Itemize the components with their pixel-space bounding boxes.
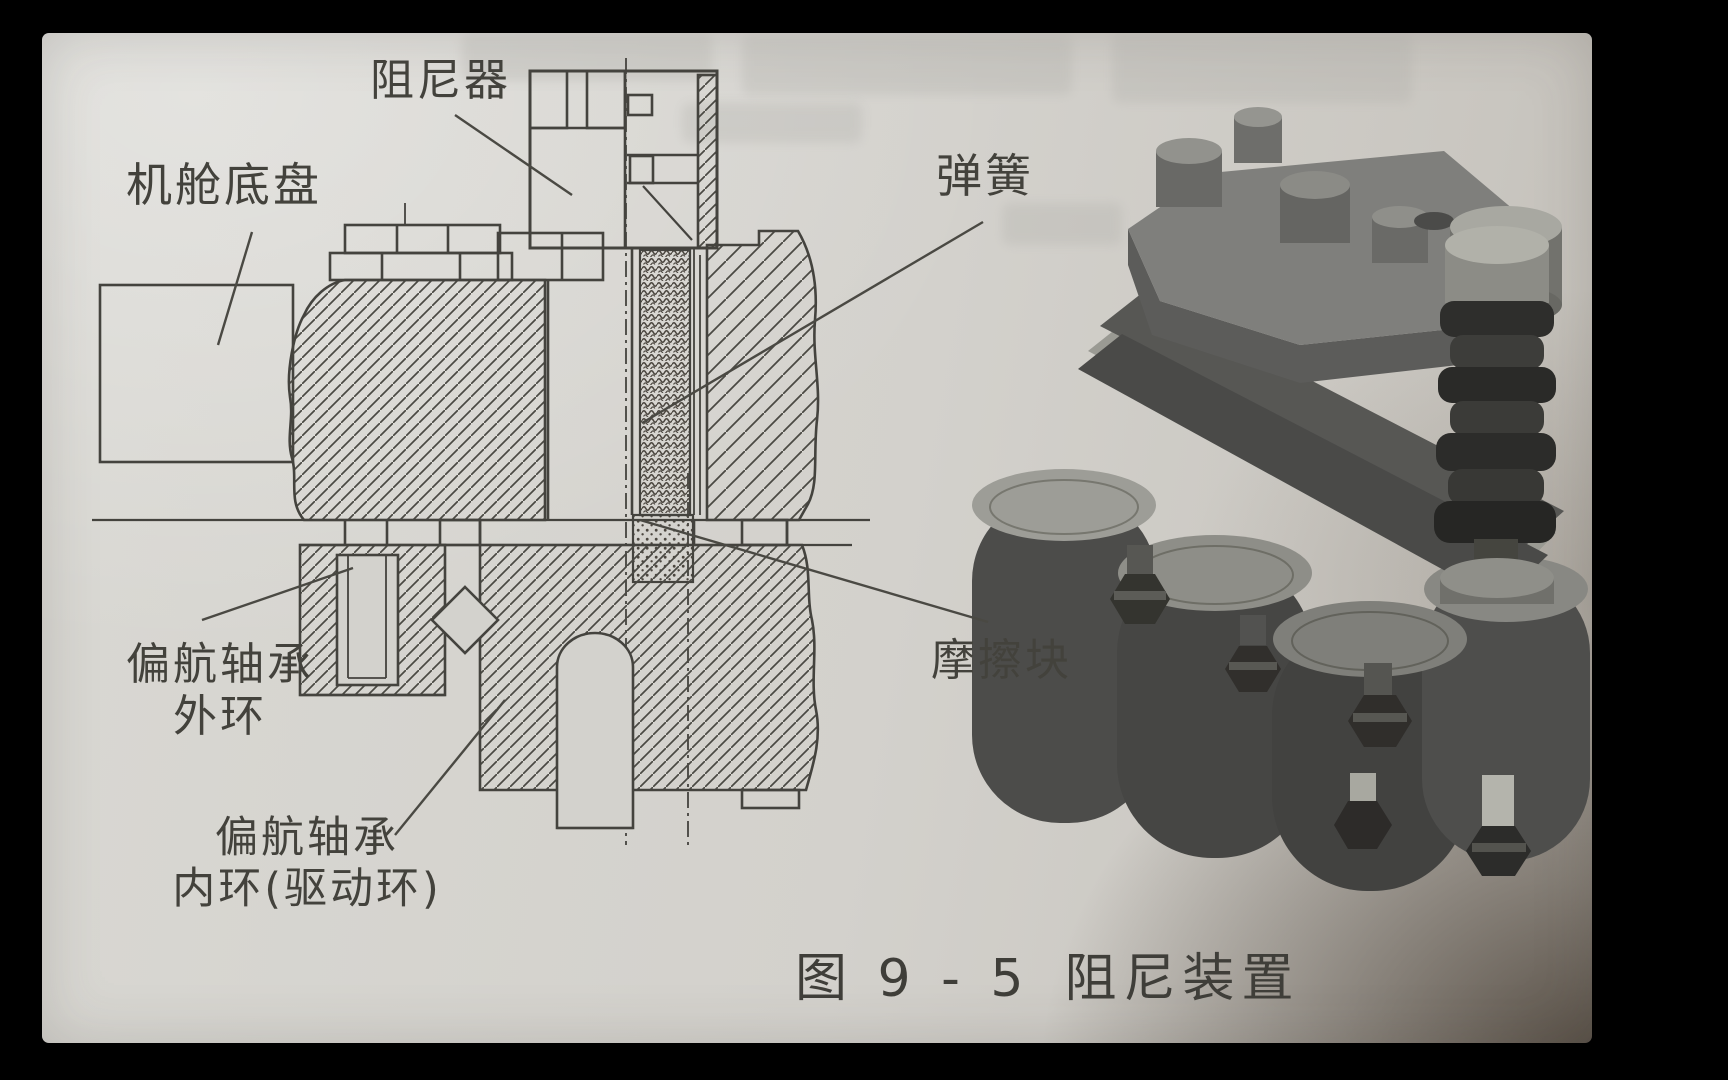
yaw-bearing-outer-section	[298, 543, 447, 697]
leader-spring	[641, 220, 984, 425]
label-yaw-bearing-outer-line1: 偏航轴承	[126, 639, 314, 690]
label-yaw-bearing-inner: 偏航轴承 内环(驱动环)	[137, 813, 477, 914]
label-yaw-bearing-outer: 偏航轴承 外环	[100, 639, 340, 743]
figure-caption-title: 阻尼装置	[1064, 949, 1301, 1009]
label-yaw-bearing-outer-line2: 外环	[173, 690, 267, 742]
diamond-key-section	[430, 585, 500, 655]
leader-lines	[201, 114, 989, 836]
page-photo: 阻尼器 机舱底盘 弹簧 偏航轴承 外环 摩擦块 偏航轴承 内环(驱动环) 图 9…	[42, 33, 1592, 1043]
bleedthrough-blob	[1002, 203, 1122, 245]
figure-artwork	[92, 58, 1590, 891]
cylinder-wall-lines	[693, 248, 701, 515]
bearing-race-band	[92, 518, 870, 547]
leader-outer-ring	[201, 566, 354, 622]
leader-friction-block	[639, 518, 989, 624]
chassis-bolts-section	[328, 203, 514, 282]
bleedthrough-blob	[1112, 33, 1412, 103]
spring-section	[638, 248, 692, 517]
figure-caption-number: 图 9 - 5	[795, 949, 1031, 1009]
label-yaw-bearing-inner-line2: 内环(驱动环)	[172, 863, 442, 914]
label-spring: 弹簧	[936, 149, 1034, 203]
nacelle-chassis-section	[98, 278, 547, 522]
label-friction-block: 摩擦块	[931, 635, 1072, 686]
label-yaw-bearing-inner-line1: 偏航轴承	[215, 813, 399, 863]
bleedthrough-blob	[742, 35, 1072, 95]
damper-section	[528, 69, 719, 250]
leader-inner-ring	[394, 699, 506, 836]
cross-section-drawing	[92, 58, 870, 845]
leader-damper	[454, 114, 573, 196]
render-3d	[972, 107, 1590, 891]
shaft-column-section	[546, 248, 634, 520]
damper-flange-section	[496, 231, 605, 282]
yaw-bearing-inner-section	[430, 543, 820, 830]
label-nacelle-chassis: 机舱底盘	[126, 158, 322, 212]
figure-caption: 图 9 - 5 阻尼装置	[795, 936, 1301, 1011]
leader-chassis	[216, 231, 254, 346]
label-damper: 阻尼器	[370, 55, 511, 106]
right-block-section	[705, 229, 820, 522]
